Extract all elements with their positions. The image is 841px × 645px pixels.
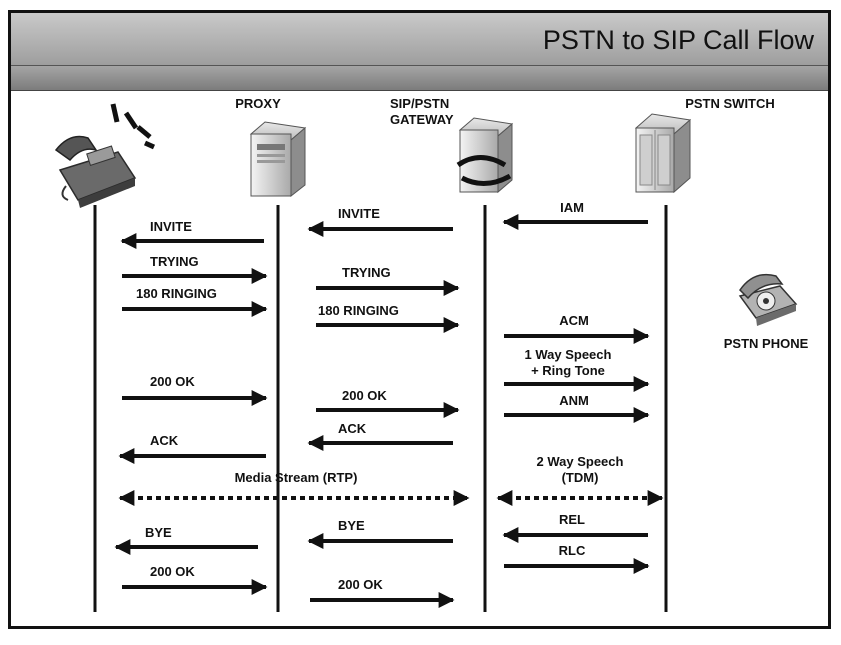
anm-label: ANM (559, 393, 589, 408)
ok-bye-2-label: 200 OK (338, 577, 383, 592)
ack-2-label: ACK (338, 421, 367, 436)
gateway-label-line1: SIP/PSTN (390, 96, 449, 111)
message-arrows: INVITE TRYING 180 RINGING 200 OK ACK BYE 200 O… (114, 200, 664, 608)
gateway-label-line2: GATEWAY (390, 112, 454, 127)
one-way-label: 1 Way Speech (525, 347, 612, 362)
title-band: PSTN to SIP Call Flow (11, 13, 828, 66)
ok-1-label: 200 OK (150, 374, 195, 389)
invite-2-label: INVITE (338, 206, 380, 221)
invite-1-label: INVITE (150, 219, 192, 234)
subtitle-band (11, 66, 828, 91)
rlc-label: RLC (559, 543, 586, 558)
ok-2-label: 200 OK (342, 388, 387, 403)
trying-2-label: TRYING (342, 265, 391, 280)
tdm-media-label: (TDM) (562, 470, 599, 485)
page-title: PSTN to SIP Call Flow (542, 25, 814, 55)
sip-phone-icon (54, 135, 137, 208)
diagram-frame: PSTN to SIP Call Flow (8, 10, 831, 629)
gateway-server-icon (456, 117, 514, 194)
ok-bye-1-label: 200 OK (150, 564, 195, 579)
rel-label: REL (559, 512, 585, 527)
pstn-phone-icon (738, 273, 798, 326)
iam-label: IAM (560, 200, 584, 215)
trying-1-label: TRYING (150, 254, 199, 269)
tdm-media-label: 2 Way Speech (537, 454, 624, 469)
pstn-switch-icon (634, 113, 692, 194)
bye-2-label: BYE (338, 518, 365, 533)
ringing-2-label: 180 RINGING (318, 303, 399, 318)
ack-1-label: ACK (150, 433, 179, 448)
ringing-icon (110, 103, 156, 150)
bye-1-label: BYE (145, 525, 172, 540)
one-way-label: + Ring Tone (531, 363, 605, 378)
proxy-server-icon (249, 121, 307, 198)
pstn-phone-label: PSTN PHONE (724, 336, 809, 351)
rtp-media-label: Media Stream (RTP) (235, 470, 358, 485)
ringing-1-label: 180 RINGING (136, 286, 217, 301)
pstn-switch-label: PSTN SWITCH (685, 96, 775, 111)
proxy-label: PROXY (235, 96, 281, 111)
acm-label: ACM (559, 313, 589, 328)
